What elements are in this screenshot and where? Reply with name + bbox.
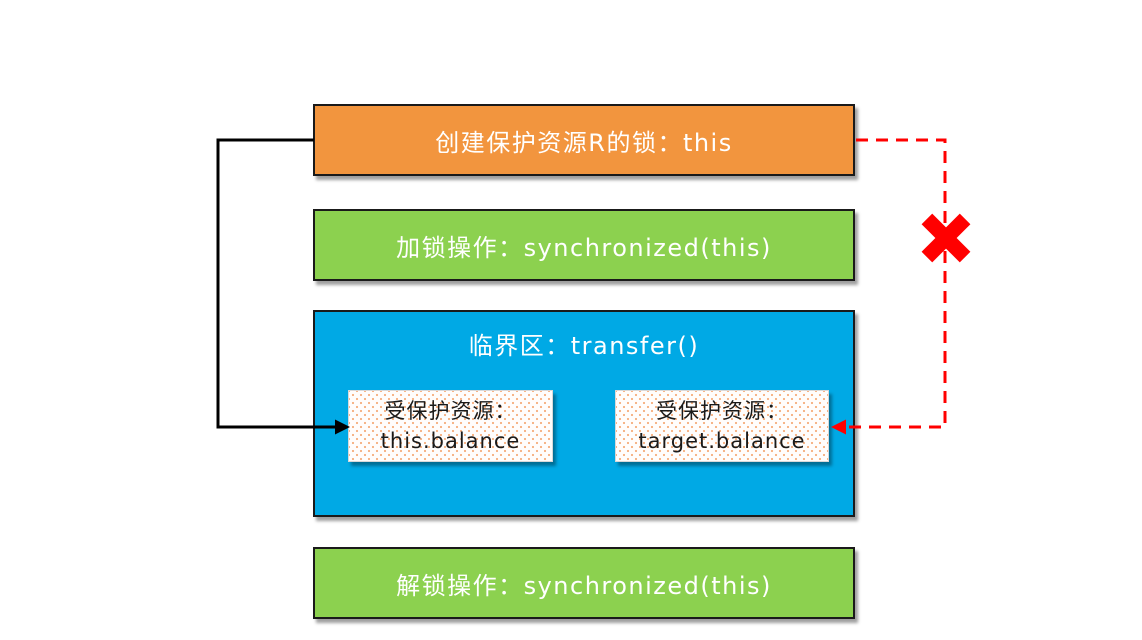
lock-operation-box: 加锁操作：synchronized(this) <box>313 209 855 281</box>
resource-target-caption: 受保护资源： <box>656 398 788 423</box>
unlock-operation-box: 解锁操作：synchronized(this) <box>313 547 855 619</box>
create-lock-label: 创建保护资源R的锁：this <box>435 128 733 157</box>
resource-target-box: 受保护资源： target.balance <box>615 390 829 462</box>
critical-section-title: 临界区：transfer() <box>468 332 700 360</box>
lock-operation-label: 加锁操作：synchronized(this) <box>396 233 772 262</box>
cross-icon <box>921 213 971 263</box>
unprotected-access-arrow <box>846 138 947 429</box>
resource-this-box: 受保护资源： this.balance <box>348 390 553 462</box>
unlock-operation-label: 解锁操作：synchronized(this) <box>396 571 772 600</box>
create-lock-box: 创建保护资源R的锁：this <box>313 104 855 176</box>
resource-this-value: this.balance <box>380 429 521 453</box>
resource-this-caption: 受保护资源： <box>384 398 517 423</box>
resource-target-value: target.balance <box>638 429 806 453</box>
